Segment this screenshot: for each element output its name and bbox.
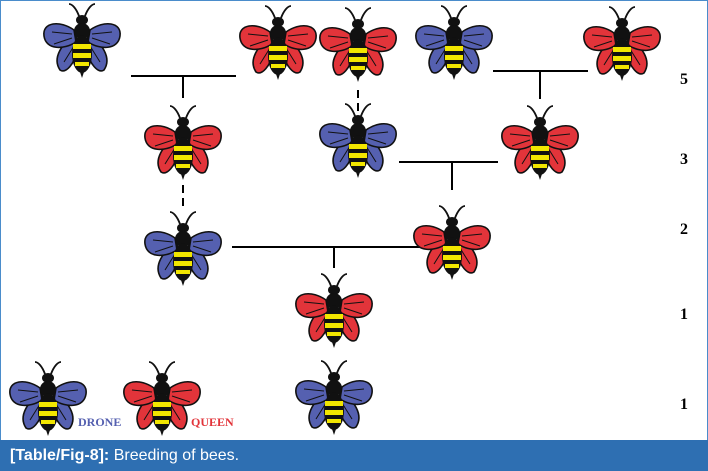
caption-text: Breeding of bees. bbox=[109, 447, 240, 464]
generation-5-queen-icon bbox=[238, 5, 318, 81]
generation-5-queen-icon bbox=[318, 7, 398, 83]
bees bbox=[8, 3, 662, 437]
generation-count-5: 5 bbox=[680, 71, 688, 88]
generation-count-3: 3 bbox=[680, 151, 688, 168]
generation-1-queen-icon bbox=[294, 273, 374, 349]
legend-drone-icon bbox=[8, 361, 88, 437]
generation-2-queen-icon bbox=[412, 205, 492, 281]
legend-drone-label: DRONE bbox=[78, 415, 122, 429]
figure-caption: [Table/Fig-8]: Breeding of bees. bbox=[0, 440, 708, 471]
generation-5-queen-icon bbox=[582, 6, 662, 82]
bee-breeding-diagram bbox=[8, 3, 662, 437]
generation-5-drone-icon bbox=[42, 3, 122, 79]
legend-queen-icon bbox=[122, 361, 202, 437]
caption-label: [Table/Fig-8]: bbox=[10, 447, 110, 464]
generation-2-drone-icon bbox=[143, 211, 223, 287]
generation-count-2: 2 bbox=[680, 221, 688, 238]
generation-1-drone-icon bbox=[294, 360, 374, 436]
generation-count-1b: 1 bbox=[680, 396, 688, 413]
generation-5-drone-icon bbox=[414, 5, 494, 81]
generation-3-queen-icon bbox=[143, 105, 223, 181]
generation-count-1a: 1 bbox=[680, 306, 688, 323]
generation-3-drone-icon bbox=[318, 103, 398, 179]
connector-lines bbox=[131, 70, 588, 268]
generation-3-queen-icon bbox=[500, 105, 580, 181]
legend-queen-label: QUEEN bbox=[191, 415, 234, 429]
